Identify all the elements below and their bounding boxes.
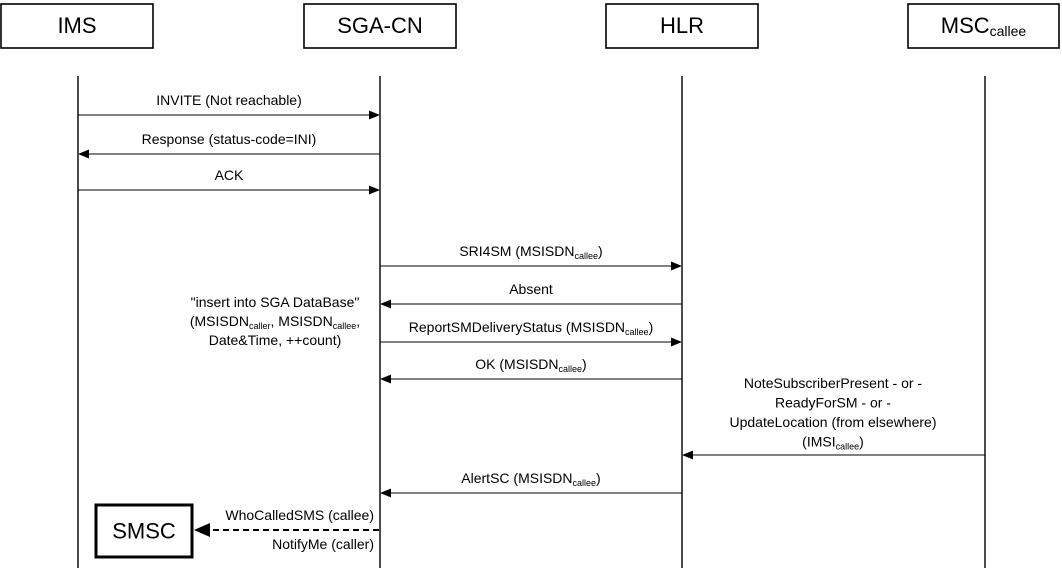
message-arrowhead-invite [369, 110, 380, 120]
entity-label-sgacn: SGA-CN [337, 13, 423, 38]
msc-note-line: NoteSubscriberPresent - or - [744, 375, 923, 391]
entity-sgacn: SGA-CN [303, 3, 457, 49]
entity-label-hlr: HLR [660, 13, 704, 38]
db-note-line: Date&Time, ++count) [209, 332, 342, 348]
entity-label-msc: MSCcallee [941, 13, 1027, 40]
entity-label-ims: IMS [57, 13, 96, 38]
message-ok: OK (MSISDNcallee) [380, 356, 682, 384]
db-note-line: "insert into SGA DataBase" [191, 294, 360, 310]
message-arrowhead-ack [369, 185, 380, 195]
message-label-ack: ACK [215, 167, 244, 183]
message-label-alertsc: AlertSC (MSISDNcallee) [461, 470, 600, 488]
message-sri4sm: SRI4SM (MSISDNcallee) [380, 243, 682, 271]
message-arrowhead-ok [380, 374, 391, 384]
message-label-absent: Absent [509, 281, 553, 297]
message-arrowhead-alertsc [380, 488, 391, 498]
smsc-top-text: WhoCalledSMS (callee) [225, 507, 374, 523]
entity-box-sgacn [303, 3, 457, 49]
msc-note: NoteSubscriberPresent - or - ReadyForSM -… [730, 375, 937, 452]
message-note-subscriber [682, 450, 985, 460]
entity-msc: MSCcallee [907, 3, 1060, 49]
smsc-arrowhead [194, 523, 210, 537]
lifelines-layer [77, 76, 986, 568]
message-invite: INVITE (Not reachable) [78, 92, 380, 120]
notes-layer: NoteSubscriberPresent - or - ReadyForSM -… [190, 294, 937, 452]
smsc-layer: SMSC WhoCalledSMS (callee) NotifyMe (cal… [94, 503, 379, 559]
msc-note-line: ReadyForSM - or - [775, 395, 891, 411]
message-label-ok: OK (MSISDNcallee) [475, 356, 586, 374]
msc-note-line: UpdateLocation (from elsewhere) [730, 414, 937, 430]
smsc-box [94, 503, 194, 559]
db-note: "insert into SGA DataBase" (MSISDNcaller,… [190, 294, 360, 348]
entity-box-ims [0, 3, 154, 49]
message-arrowhead-sri4sm [671, 261, 682, 271]
smsc-label: SMSC [112, 519, 176, 544]
message-arrowhead-note-subscriber [682, 450, 693, 460]
message-label-response: Response (status-code=INI) [142, 131, 317, 147]
entity-box-hlr [605, 3, 759, 49]
message-alertsc: AlertSC (MSISDNcallee) [380, 470, 682, 498]
db-note-line: (MSISDNcaller, MSISDNcallee, [190, 313, 360, 331]
entities-layer: IMS SGA-CN HLR MSCcallee [0, 3, 1060, 49]
entity-box-msc [907, 3, 1060, 49]
smsc-bottom-text: NotifyMe (caller) [272, 536, 374, 552]
message-report: ReportSMDeliveryStatus (MSISDNcallee) [380, 319, 682, 347]
entity-hlr: HLR [605, 3, 759, 49]
message-label-sri4sm: SRI4SM (MSISDNcallee) [459, 243, 602, 261]
message-arrowhead-response [78, 149, 89, 159]
messages-layer: INVITE (Not reachable) Response (status-c… [78, 92, 985, 498]
message-ack: ACK [78, 167, 380, 195]
message-absent: Absent [380, 281, 682, 309]
message-label-invite: INVITE (Not reachable) [156, 92, 302, 108]
message-response: Response (status-code=INI) [78, 131, 380, 159]
message-label-report: ReportSMDeliveryStatus (MSISDNcallee) [409, 319, 653, 337]
msc-note-line: (IMSIcallee) [802, 434, 864, 452]
entity-ims: IMS [0, 3, 154, 49]
message-arrowhead-report [671, 337, 682, 347]
message-arrowhead-absent [380, 299, 391, 309]
